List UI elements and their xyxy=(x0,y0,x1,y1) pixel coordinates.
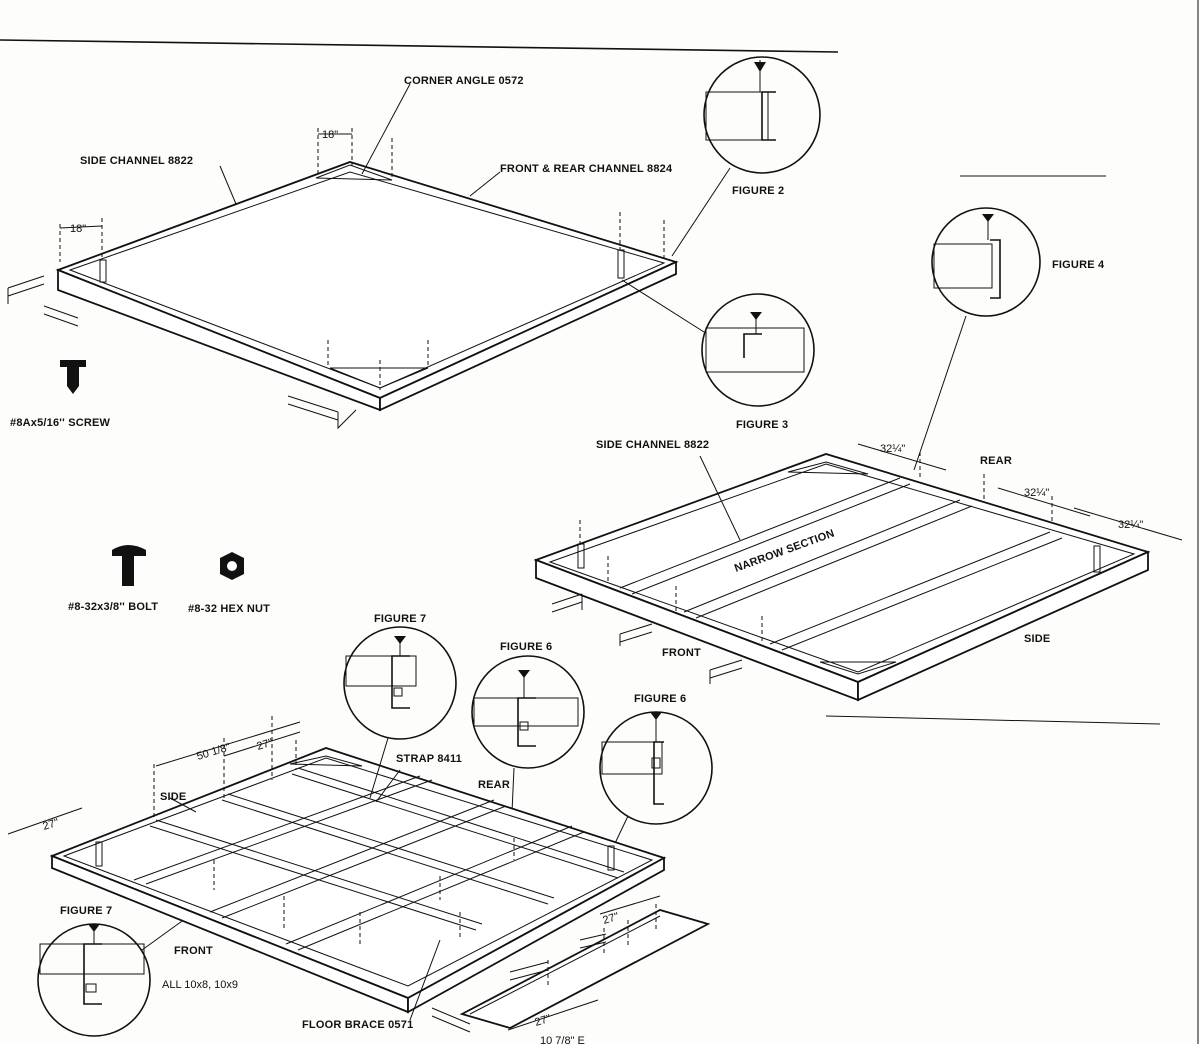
label-rear-bottom: REAR xyxy=(478,779,510,791)
small-base-frame xyxy=(7,128,679,430)
leader-figure3 xyxy=(621,279,705,333)
label-figure7-bottom: FIGURE 7 xyxy=(60,905,112,917)
label-figure4: FIGURE 4 xyxy=(1052,259,1105,271)
large-base-frame xyxy=(7,716,667,1021)
label-figure6-a: FIGURE 6 xyxy=(500,641,552,653)
label-side-channel-top: SIDE CHANNEL 8822 xyxy=(80,155,193,167)
label-front-rear-channel: FRONT & REAR CHANNEL 8824 xyxy=(500,163,673,175)
top-rule xyxy=(0,39,839,53)
figure6-a-detail xyxy=(471,655,585,857)
label-dim-27-left: 27" xyxy=(41,817,60,833)
label-strap: STRAP 8411 xyxy=(396,753,462,765)
label-dim-50: 50 1/8" xyxy=(195,741,232,763)
floor-brace-parts xyxy=(431,895,711,1033)
label-dim-32-b: 32¼" xyxy=(1024,487,1049,499)
leader-side-channel xyxy=(219,165,237,205)
label-dim-27-top: 27" xyxy=(255,737,274,753)
label-figure7-top: FIGURE 7 xyxy=(374,613,426,625)
label-dim-18-top: 18" xyxy=(322,129,338,141)
label-figure6-b: FIGURE 6 xyxy=(634,693,686,705)
hex-nut-icon xyxy=(220,552,244,580)
bolt-icon xyxy=(112,545,146,586)
label-side-mid: SIDE xyxy=(1024,633,1050,645)
label-figure2: FIGURE 2 xyxy=(732,185,784,197)
medium-base-frame xyxy=(533,443,1183,702)
label-dim-18-left: 18" xyxy=(70,223,86,235)
label-all-sizes: ALL 10x8, 10x9 xyxy=(162,979,238,991)
label-dim-32-c: 32¼" xyxy=(1118,519,1143,531)
label-bolt: #8-32x3/8'' BOLT xyxy=(68,601,158,613)
label-rear-mid: REAR xyxy=(980,455,1012,467)
label-dim-32-a: 32¼" xyxy=(880,443,905,455)
figure4-detail xyxy=(913,207,1041,471)
leader-front-rear xyxy=(469,171,501,197)
screw-icon xyxy=(60,360,86,394)
label-figure3: FIGURE 3 xyxy=(736,419,788,431)
label-front-bottom: FRONT xyxy=(174,945,213,957)
figure2-detail xyxy=(703,56,821,174)
label-screw: #8Ax5/16'' SCREW xyxy=(10,417,111,429)
label-dim-27-r2: 27" xyxy=(533,1013,552,1029)
label-side-channel-mid: SIDE CHANNEL 8822 xyxy=(596,439,709,451)
label-floor-brace: FLOOR BRACE 0571 xyxy=(302,1019,413,1031)
figure6-b-detail xyxy=(599,711,713,859)
leader-figure2 xyxy=(671,167,731,257)
leader-corner-angle xyxy=(361,83,411,175)
label-side-bottom: SIDE xyxy=(160,791,186,803)
label-hex-nut: #8-32 HEX NUT xyxy=(188,603,270,615)
label-dim-27-r1: 27" xyxy=(601,911,620,927)
label-corner-angle: CORNER ANGLE 0572 xyxy=(404,75,524,87)
figure7-top-detail xyxy=(343,626,457,740)
mid-rule xyxy=(825,715,1161,725)
label-front-mid: FRONT xyxy=(662,647,701,659)
label-dim-bottom-cut: 10 7/8" E xyxy=(540,1035,585,1044)
figure3-detail xyxy=(701,293,815,407)
